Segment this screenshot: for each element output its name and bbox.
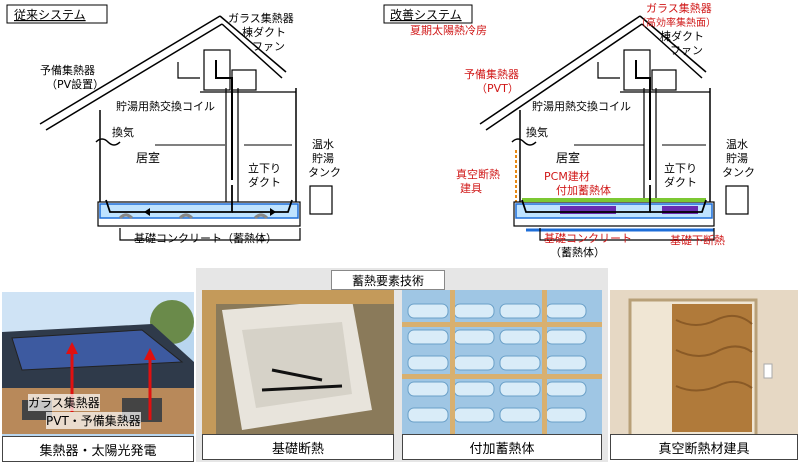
right-title: 改善システム xyxy=(390,7,462,22)
left-title: 従来システム xyxy=(14,8,86,22)
right-down-duct-1: 立下り xyxy=(664,161,697,175)
left-fan-label: ファン xyxy=(252,40,285,53)
photo-collector: ガラス集熱器 PVT・予備集熱器 集熱器・太陽光発電 xyxy=(2,292,194,462)
left-spare-collector-sub: （PV設置） xyxy=(46,77,104,91)
right-down-duct-2: ダクト xyxy=(664,175,697,189)
right-summer-cooling-label: 夏期太陽熱冷房 xyxy=(410,24,487,37)
tech-group-title: 蓄熱要素技術 xyxy=(331,270,445,290)
right-spare-collector-sub: （PVT） xyxy=(476,82,519,95)
right-pcm-label: PCM建材 xyxy=(544,169,590,183)
photo-added-storage: 付加蓄熱体 xyxy=(402,290,602,460)
right-vacuum-label-1: 真空断熱 xyxy=(456,167,500,181)
collector-photo-illustration xyxy=(2,292,194,462)
left-ridge-duct-label: 棟ダクト xyxy=(242,25,286,39)
left-living-room-label: 居室 xyxy=(136,150,160,165)
left-coil-label: 貯湯用熱交換コイル xyxy=(116,99,215,113)
right-coil-label: 貯湯用熱交換コイル xyxy=(532,99,631,113)
right-ridge-duct-label: 棟ダクト xyxy=(660,29,704,43)
photo-collector-caption: 集熱器・太陽光発電 xyxy=(2,436,194,462)
left-system-diagram: 従来システム ガラス集熱器 棟ダクト ファン 予備集熱器 （PV設置） 貯湯用熱… xyxy=(6,4,341,245)
photo-foundation: 基礎断熱 xyxy=(202,290,394,460)
collector-overlay-2: PVT・予備集熱器 xyxy=(46,412,141,429)
right-foundation-label-2: （蓄熱体） xyxy=(550,245,605,259)
right-foundation-insulation-label: 基礎下断熱 xyxy=(670,233,725,247)
right-added-storage-label: 付加蓄熱体 xyxy=(556,183,611,197)
right-hot-water-3: タンク xyxy=(722,166,755,179)
right-hot-water-2: 貯湯 xyxy=(726,152,748,165)
left-hot-water-1: 温水 xyxy=(312,138,334,151)
left-foundation-label: 基礎コンクリート（蓄熱体） xyxy=(134,231,277,245)
photo-added-storage-caption: 付加蓄熱体 xyxy=(402,434,602,460)
right-vacuum-label-2: 建具 xyxy=(460,181,482,195)
right-foundation-label-1: 基礎コンクリート xyxy=(544,232,632,245)
collector-overlay-1: ガラス集熱器 xyxy=(28,394,100,411)
left-down-duct-1: 立下り xyxy=(248,161,281,175)
photo-vacuum-fitting-caption: 真空断熱材建具 xyxy=(610,434,798,460)
right-glass-collector-sub: （高効率集熱面） xyxy=(636,16,716,29)
right-hot-water-1: 温水 xyxy=(726,138,748,151)
right-living-room-label: 居室 xyxy=(556,150,580,165)
photo-foundation-caption: 基礎断熱 xyxy=(202,434,394,460)
right-system-diagram: 改善システム 夏期太陽熱冷房 ガラス集熱器 （高効率集熱面） 棟ダクト ファン … xyxy=(383,1,755,259)
vacuum-fitting-photo-illustration xyxy=(610,290,798,460)
added-storage-photo-illustration xyxy=(402,290,602,460)
right-ventilation-label: 換気 xyxy=(526,125,548,139)
left-glass-collector-label: ガラス集熱器 xyxy=(228,11,294,25)
photo-vacuum-fitting: 真空断熱材建具 xyxy=(610,290,798,460)
right-fan-label: ファン xyxy=(670,44,703,57)
left-hot-water-2: 貯湯 xyxy=(312,152,334,165)
left-spare-collector-label: 予備集熱器 xyxy=(40,63,95,77)
left-hot-water-3: タンク xyxy=(308,166,341,179)
left-ventilation-label: 換気 xyxy=(112,125,134,139)
left-down-duct-2: ダクト xyxy=(248,175,281,189)
right-spare-collector-label: 予備集熱器 xyxy=(464,67,519,81)
right-glass-collector-label: ガラス集熱器 xyxy=(646,1,712,15)
foundation-photo-illustration xyxy=(202,290,394,460)
